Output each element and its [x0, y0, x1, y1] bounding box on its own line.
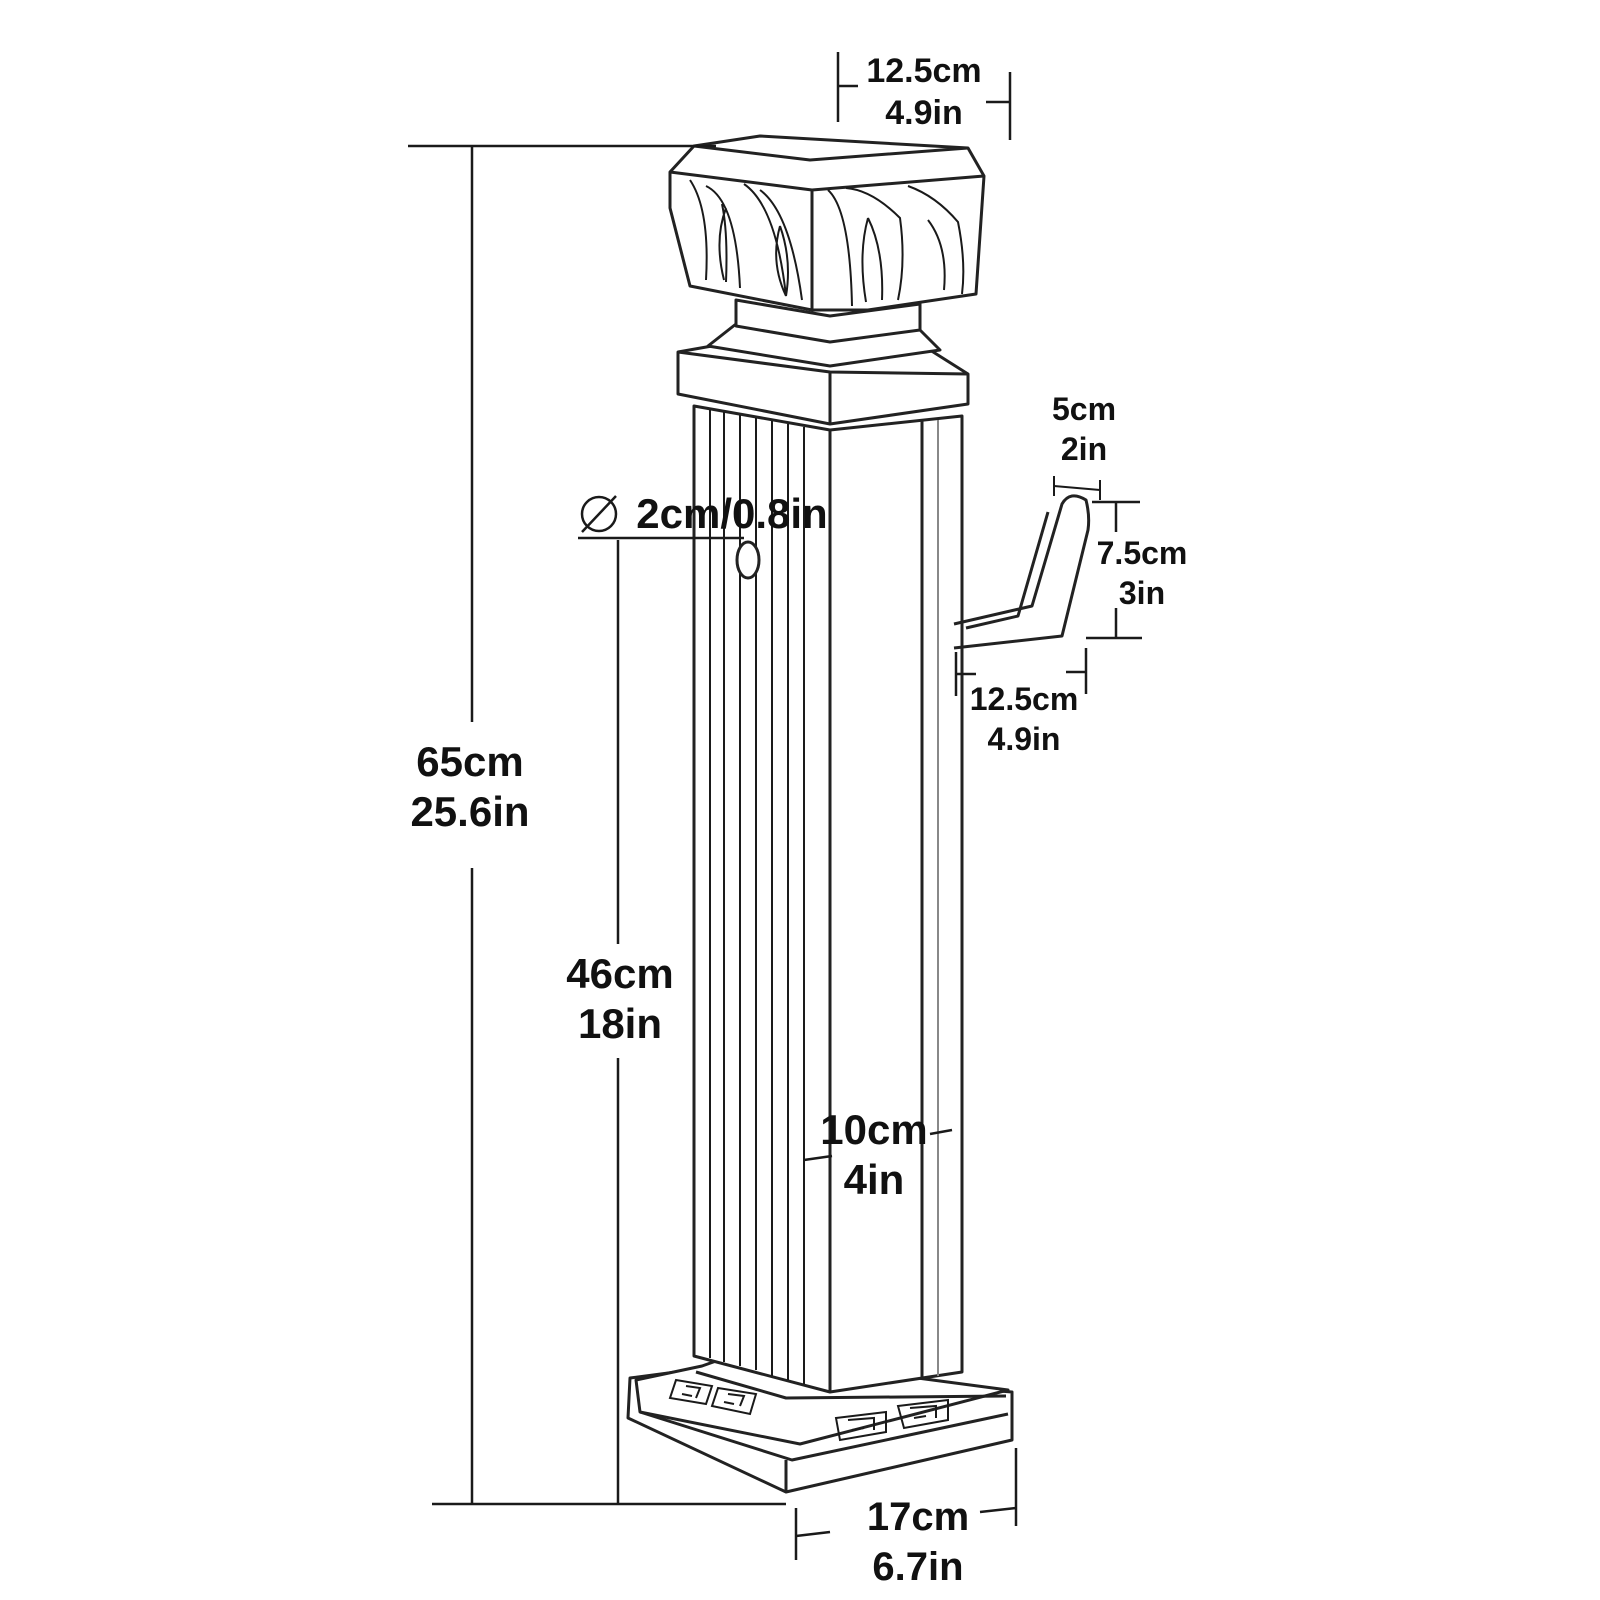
dim-top-width: 12.5cm 4.9in: [836, 52, 1012, 140]
capital-leaf-carving: [689, 179, 965, 307]
dim-base-width: 17cm 6.7in: [794, 1448, 1018, 1589]
dim-hook-height-in: 3in: [1119, 575, 1165, 611]
pillar-shaft: [692, 404, 964, 1394]
pillar: [626, 134, 1091, 1494]
dim-hole-diameter-label: 2cm/0.8in: [636, 490, 827, 537]
dim-hook-width-in: 2in: [1061, 431, 1107, 467]
dim-hook-height-cm: 7.5cm: [1097, 535, 1188, 571]
dim-hole-diameter: 2cm/0.8in: [580, 490, 828, 537]
dim-hole-height-cm: 46cm: [566, 950, 673, 997]
dim-hook-width: 5cm 2in: [1052, 391, 1116, 500]
diameter-symbol-icon: [580, 495, 618, 533]
dim-column-width: 10cm 4in: [803, 1106, 953, 1203]
greek-key-ornaments: [668, 1378, 949, 1442]
dim-hook-height: 7.5cm 3in: [1086, 500, 1188, 640]
pillar-capital: [668, 134, 986, 312]
dim-hole-height-in: 18in: [578, 1000, 662, 1047]
dim-hook-width-cm: 5cm: [1052, 391, 1116, 427]
pillar-hook: [953, 494, 1091, 650]
dim-total-height-cm: 65cm: [416, 738, 523, 785]
pillar-base: [626, 1352, 1014, 1494]
dim-total-height: 65cm 25.6in: [408, 144, 786, 1506]
dim-hole-height: 46cm 18in: [566, 536, 744, 1504]
dim-column-width-in: 4in: [844, 1156, 905, 1203]
dim-base-width-cm: 17cm: [867, 1495, 969, 1539]
drain-hole: [735, 540, 761, 580]
pillar-collar: [676, 298, 970, 426]
dim-hook-length: 12.5cm 4.9in: [954, 648, 1088, 757]
dim-total-height-in: 25.6in: [410, 788, 529, 835]
dim-top-width-cm: 12.5cm: [866, 52, 981, 90]
dim-hook-length-cm: 12.5cm: [970, 681, 1079, 717]
dim-column-width-cm: 10cm: [820, 1106, 927, 1153]
dim-base-width-in: 6.7in: [872, 1545, 963, 1589]
dim-top-width-in: 4.9in: [885, 94, 962, 132]
dim-hook-length-in: 4.9in: [988, 721, 1061, 757]
